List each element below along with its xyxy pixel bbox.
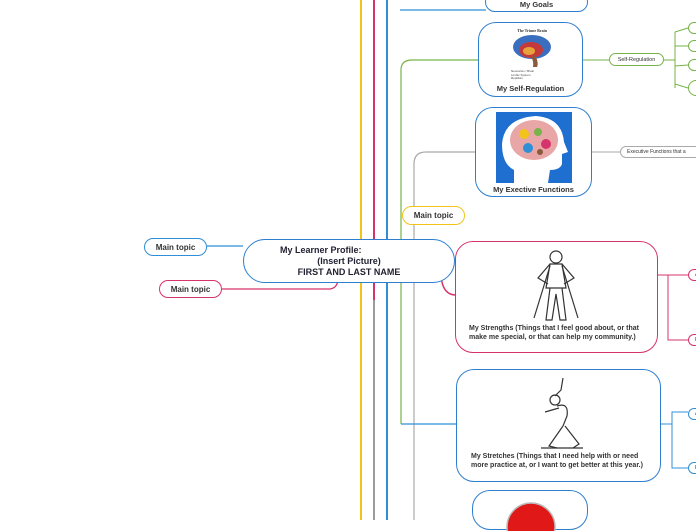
self-regulation-stub-1[interactable]	[688, 22, 696, 34]
brain-image-title: The Triune Brain	[517, 28, 547, 33]
left-main-topic-pink[interactable]: Main topic	[159, 280, 222, 298]
subtopic-label: Executive Functions that a	[627, 149, 686, 155]
brain-head-image	[496, 112, 572, 183]
stretches-node[interactable]: My Stretches (Things that I need help wi…	[456, 369, 661, 482]
strengths-stub-2[interactable]: P	[688, 334, 696, 346]
stretches-stub-1[interactable]: A	[688, 408, 696, 420]
superhero-icon	[533, 250, 579, 321]
executive-functions-subtopic[interactable]: Executive Functions that a	[620, 146, 696, 158]
brain-icon	[513, 35, 551, 67]
head-silhouette-icon	[502, 116, 568, 183]
triune-brain-image: The Triune Brain Neocortex / Brain Limbi…	[509, 28, 555, 80]
executive-functions-node[interactable]: My Exective Functions	[475, 107, 592, 197]
central-title: My Learner Profile:	[280, 245, 362, 255]
goals-node[interactable]: My Goals	[485, 0, 588, 12]
bottom-node[interactable]	[472, 490, 588, 531]
topic-label: Main topic	[155, 242, 196, 252]
mind-map-canvas: My Learner Profile: (Insert Picture) FIR…	[144, 0, 696, 531]
self-regulation-subtopic[interactable]: Self-Regulation	[609, 53, 664, 66]
central-picture-placeholder: (Insert Picture)	[317, 256, 381, 266]
strengths-label: My Strengths (Things that I feel good ab…	[469, 325, 639, 341]
stop-sign-icon	[506, 502, 556, 531]
self-regulation-stub-2[interactable]	[688, 40, 696, 52]
topic-label: Main topic	[413, 211, 454, 220]
stretching-person-icon	[541, 377, 583, 449]
legend-item: Reptilian	[511, 76, 523, 80]
central-name: FIRST AND LAST NAME	[297, 267, 401, 277]
strengths-node[interactable]: My Strengths (Things that I feel good ab…	[455, 241, 658, 353]
central-topic[interactable]: My Learner Profile: (Insert Picture) FIR…	[243, 239, 455, 283]
executive-functions-label: My Exective Functions	[493, 185, 574, 194]
left-main-topic-blue[interactable]: Main topic	[144, 238, 207, 256]
self-regulation-stub-3[interactable]	[688, 59, 696, 71]
strengths-stub-1[interactable]: A	[688, 269, 696, 281]
legend-item: Limbic System	[511, 72, 531, 77]
stretches-stub-2[interactable]: F	[688, 462, 696, 474]
legend-item: Neocortex / Brain	[511, 69, 535, 73]
self-regulation-node[interactable]: The Triune Brain Neocortex / Brain Limbi…	[478, 22, 583, 97]
stretches-label: My Stretches (Things that I need help wi…	[471, 453, 643, 469]
topic-label: Main topic	[170, 284, 211, 294]
brain-legend: Neocortex / Brain Limbic System Reptilia…	[511, 69, 535, 81]
subtopic-label: Self-Regulation	[617, 56, 656, 63]
right-main-topic-yellow[interactable]: Main topic	[402, 206, 465, 225]
goals-label: My Goals	[519, 0, 554, 9]
self-regulation-label: My Self-Regulation	[496, 84, 565, 93]
connector-lines	[207, 0, 689, 520]
